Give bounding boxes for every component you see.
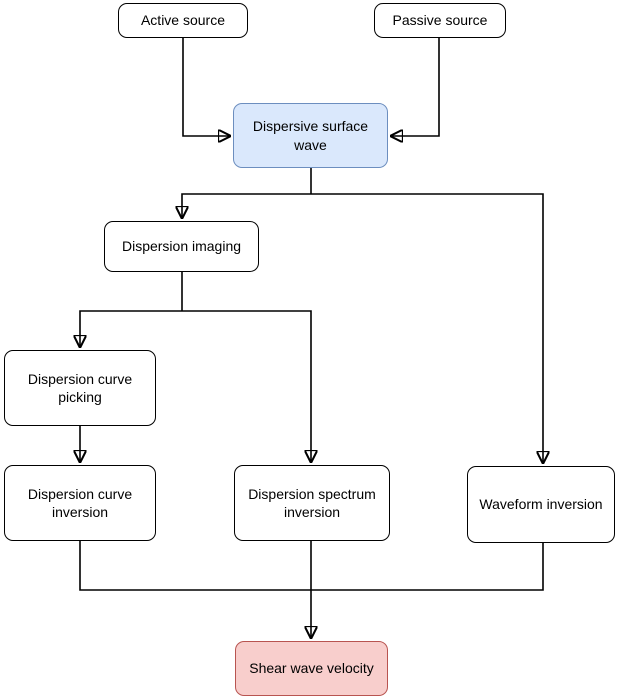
edge-passive-to-dsw xyxy=(392,38,440,136)
node-dispersive-surface-wave: Dispersive surface wave xyxy=(233,103,388,168)
node-label: Dispersion curve inversion xyxy=(27,485,133,520)
node-dispersion-curve-inversion: Dispersion curve inversion xyxy=(4,465,156,541)
node-label: Dispersion spectrum inversion xyxy=(248,485,376,520)
node-label: Dispersion curve picking xyxy=(27,370,133,405)
node-waveform-inversion: Waveform inversion xyxy=(467,466,615,543)
edge-imaging-to-spectrum xyxy=(182,310,311,461)
edge-curveinv-to-merge xyxy=(79,541,311,591)
node-label: Passive source xyxy=(392,12,488,29)
edge-waveform-to-merge xyxy=(311,543,544,591)
node-label: Shear wave velocity xyxy=(249,660,374,677)
node-label: Active source xyxy=(140,12,226,29)
node-label: Dispersive surface wave xyxy=(252,118,369,153)
edge-imaging-to-picking xyxy=(80,310,182,346)
node-shear-wave-velocity: Shear wave velocity xyxy=(235,641,388,696)
node-dispersion-imaging: Dispersion imaging xyxy=(104,221,259,272)
node-dispersion-curve-picking: Dispersion curve picking xyxy=(4,350,156,426)
node-label: Waveform inversion xyxy=(479,496,603,513)
edge-dsw-to-waveform xyxy=(311,193,543,462)
edge-dsw-to-imaging xyxy=(182,193,311,217)
edge-active-to-dsw xyxy=(182,38,229,136)
node-active-source: Active source xyxy=(118,3,248,38)
node-dispersion-spectrum-inversion: Dispersion spectrum inversion xyxy=(234,465,390,541)
node-passive-source: Passive source xyxy=(374,3,506,38)
node-label: Dispersion imaging xyxy=(121,238,242,255)
